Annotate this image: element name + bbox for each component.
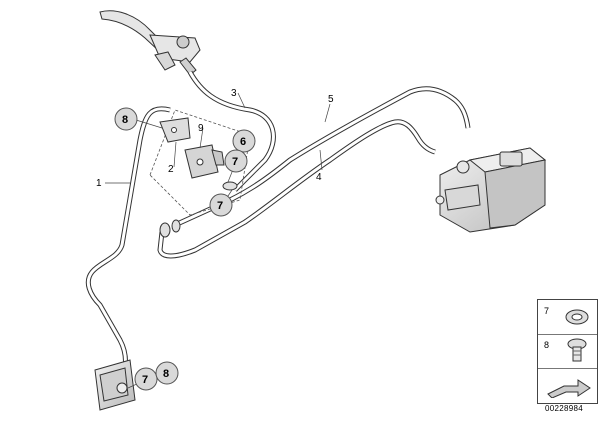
parts-legend: 7 8 (537, 299, 598, 404)
legend-num-washer: 7 (544, 306, 550, 316)
callout-9: 9 (198, 123, 204, 134)
circled-callout-8-caliper: 8 (155, 361, 179, 385)
circled-callout-8-upper: 8 (114, 107, 138, 131)
legend-row-arrow (538, 368, 597, 403)
callout-4: 4 (316, 172, 322, 183)
brake-line-4 (157, 119, 436, 259)
legend-num-bolt: 8 (544, 340, 550, 350)
banjo-bolt-icon (567, 338, 587, 362)
svg-text:8: 8 (122, 114, 128, 126)
brake-hose-3 (187, 70, 276, 192)
banjo-fitting (159, 181, 238, 238)
brake-line-5 (173, 86, 471, 228)
svg-text:8: 8 (163, 368, 169, 380)
sealing-washer-icon (565, 309, 589, 325)
svg-text:7: 7 (217, 200, 223, 212)
callout-5: 5 (328, 94, 334, 105)
svg-text:6: 6 (240, 136, 246, 148)
direction-arrow-icon (547, 379, 591, 398)
diagram-reference-id: 00228984 (545, 404, 583, 413)
brake-caliper (94, 359, 136, 411)
callout-1: 1 (96, 178, 102, 189)
svg-text:7: 7 (232, 156, 238, 168)
brake-line-1 (85, 106, 171, 383)
circled-callout-7-lower: 7 (209, 193, 233, 217)
abs-modulator (435, 147, 547, 233)
callout-3: 3 (231, 88, 237, 99)
legend-row-washer: 7 (538, 300, 597, 335)
circled-callout-7-mid: 7 (224, 149, 248, 173)
brake-lever-master-cylinder (99, 10, 201, 76)
junction-block-9 (184, 144, 225, 179)
circled-callout-7-caliper: 7 (134, 367, 158, 391)
callout-2: 2 (168, 164, 174, 175)
bracket-2 (159, 117, 191, 143)
circled-callout-6-upper: 6 (232, 129, 256, 153)
svg-text:7: 7 (142, 374, 148, 386)
legend-row-bolt: 8 (538, 334, 597, 369)
